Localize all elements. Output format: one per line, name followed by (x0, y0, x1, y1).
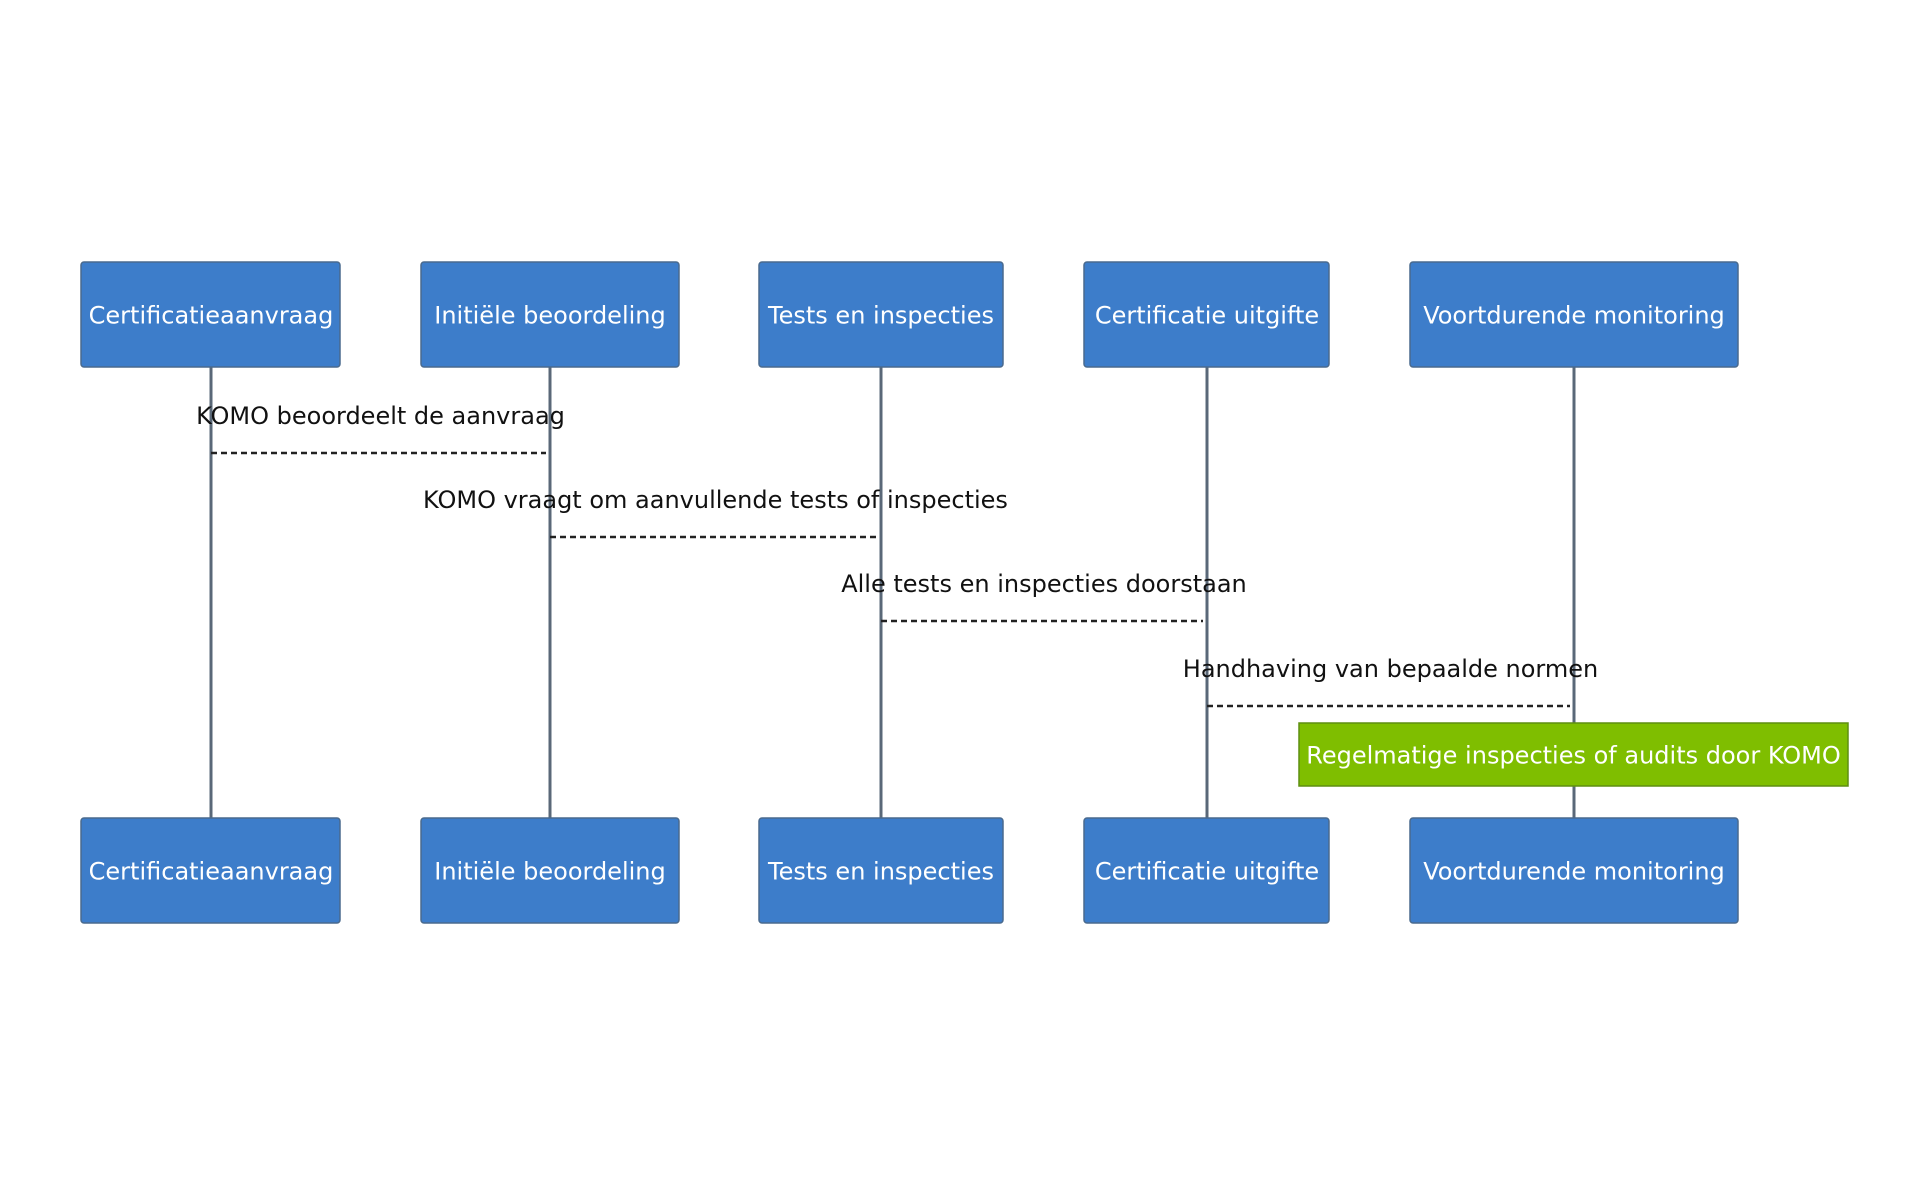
participant-label: Certificatie uitgifte (1095, 858, 1319, 886)
message-label: KOMO vraagt om aanvullende tests of insp… (423, 486, 1008, 514)
participant-top: Voortdurende monitoring (1409, 261, 1739, 368)
participant-box (758, 261, 1004, 368)
participant-bottom: Certificatie uitgifte (1083, 817, 1330, 924)
participant-label: Initiële beoordeling (434, 858, 665, 886)
message-label: Alle tests en inspecties doorstaan (841, 570, 1247, 598)
message: KOMO vraagt om aanvullende tests of insp… (423, 486, 1008, 539)
note: Regelmatige inspecties of audits door KO… (1298, 722, 1849, 787)
participant-label: Tests en inspecties (767, 302, 994, 330)
message: Handhaving van bepaalde normen (1183, 655, 1598, 708)
message: KOMO beoordeelt de aanvraag (196, 402, 565, 455)
participant-box (1083, 261, 1330, 368)
message-label: Handhaving van bepaalde normen (1183, 655, 1598, 683)
participant-top: Initiële beoordeling (420, 261, 680, 368)
participant-box (80, 817, 341, 924)
participant-box (1409, 817, 1739, 924)
participant-box (1083, 817, 1330, 924)
participant-box (758, 817, 1004, 924)
participant-label: Certificatieaanvraag (89, 302, 334, 330)
participant-label: Voortdurende monitoring (1423, 302, 1725, 330)
note-box (1298, 722, 1849, 787)
participant-top: Tests en inspecties (758, 261, 1004, 368)
participant-bottom: Tests en inspecties (758, 817, 1004, 924)
participant-box (80, 261, 341, 368)
participant-bottom: Certificatieaanvraag (80, 817, 341, 924)
participant-label: Initiële beoordeling (434, 302, 665, 330)
participant-top: Certificatieaanvraag (80, 261, 341, 368)
participant-top: Certificatie uitgifte (1083, 261, 1330, 368)
participant-label: Voortdurende monitoring (1423, 858, 1725, 886)
participants: CertificatieaanvraagCertificatieaanvraag… (80, 261, 1739, 924)
note-label: Regelmatige inspecties of audits door KO… (1306, 742, 1841, 770)
participant-box (420, 817, 680, 924)
participant-box (420, 261, 680, 368)
participant-bottom: Initiële beoordeling (420, 817, 680, 924)
participant-box (1409, 261, 1739, 368)
message-label: KOMO beoordeelt de aanvraag (196, 402, 565, 430)
message: Alle tests en inspecties doorstaan (841, 570, 1247, 623)
lifelines (209, 367, 1576, 818)
participant-label: Certificatie uitgifte (1095, 302, 1319, 330)
participant-bottom: Voortdurende monitoring (1409, 817, 1739, 924)
participant-label: Certificatieaanvraag (89, 858, 334, 886)
participant-label: Tests en inspecties (767, 858, 994, 886)
